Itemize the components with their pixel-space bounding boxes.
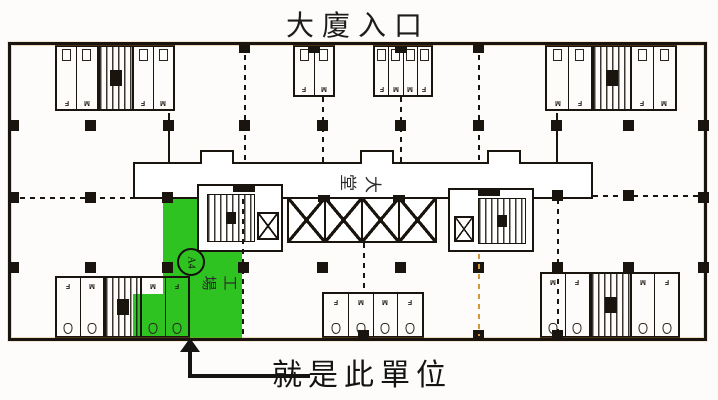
partition-line bbox=[20, 197, 133, 199]
annotation-text: 就是此單位 bbox=[272, 359, 452, 392]
partition-line bbox=[556, 113, 558, 162]
wall-tab bbox=[233, 184, 255, 192]
staircase bbox=[589, 274, 632, 336]
column bbox=[623, 120, 634, 131]
annotation-arrow bbox=[188, 374, 310, 378]
corridor-recess bbox=[360, 150, 394, 164]
wall-tab bbox=[393, 195, 405, 202]
column bbox=[8, 120, 19, 131]
partition-line bbox=[242, 199, 244, 338]
column bbox=[85, 262, 96, 273]
column bbox=[8, 262, 19, 273]
elevator-cell bbox=[400, 199, 435, 241]
unit-badge: A4 bbox=[177, 248, 205, 276]
partition-line bbox=[244, 45, 246, 162]
toilet-cluster-top-right: M F F M bbox=[545, 45, 677, 111]
partition-line bbox=[593, 195, 703, 197]
corridor-recess bbox=[487, 150, 521, 164]
partition-line bbox=[363, 243, 365, 292]
page-title: 大廈入口 bbox=[285, 11, 430, 42]
elevator-bank bbox=[287, 197, 437, 243]
wall-tab bbox=[318, 195, 330, 202]
elevator-cell bbox=[363, 199, 400, 241]
staircase bbox=[478, 198, 526, 244]
staircase bbox=[591, 47, 632, 109]
elevator-cell bbox=[326, 199, 363, 241]
partition-line bbox=[400, 97, 402, 162]
toilet-cluster-bottom-left: F M M F bbox=[55, 276, 190, 338]
staircase bbox=[104, 278, 142, 336]
wall-tab bbox=[308, 45, 320, 53]
building-outline bbox=[8, 42, 707, 341]
partition-line bbox=[478, 45, 480, 162]
toilet-cluster-bottom-right: M F M F bbox=[540, 272, 680, 338]
column bbox=[552, 190, 563, 201]
column bbox=[698, 192, 709, 203]
column bbox=[162, 262, 173, 273]
annotation-arrow bbox=[188, 350, 192, 378]
column bbox=[698, 262, 709, 273]
arrow-up-icon bbox=[180, 338, 200, 352]
toilet-cluster-bottom-center: F M M F bbox=[322, 292, 424, 338]
partition-line bbox=[557, 199, 559, 338]
column bbox=[8, 192, 19, 203]
column bbox=[698, 120, 709, 131]
column bbox=[623, 262, 634, 273]
staircase bbox=[97, 47, 134, 109]
staircase bbox=[207, 194, 255, 242]
partition-line bbox=[478, 254, 480, 336]
partition-line bbox=[322, 97, 324, 162]
wall-tab bbox=[395, 45, 407, 53]
partition-line bbox=[168, 113, 170, 162]
corridor-recess bbox=[200, 150, 234, 164]
column bbox=[162, 192, 173, 203]
column bbox=[358, 330, 369, 341]
service-lift bbox=[454, 216, 474, 242]
column bbox=[395, 262, 406, 273]
wall-tab bbox=[478, 188, 500, 196]
service-lift bbox=[257, 212, 279, 240]
stair-core-right bbox=[448, 188, 534, 252]
stair-core-left bbox=[197, 184, 283, 252]
elevator-cell bbox=[289, 199, 326, 241]
column bbox=[317, 262, 328, 273]
column bbox=[85, 120, 96, 131]
toilet-cluster-top-left: F M F M bbox=[55, 45, 175, 111]
